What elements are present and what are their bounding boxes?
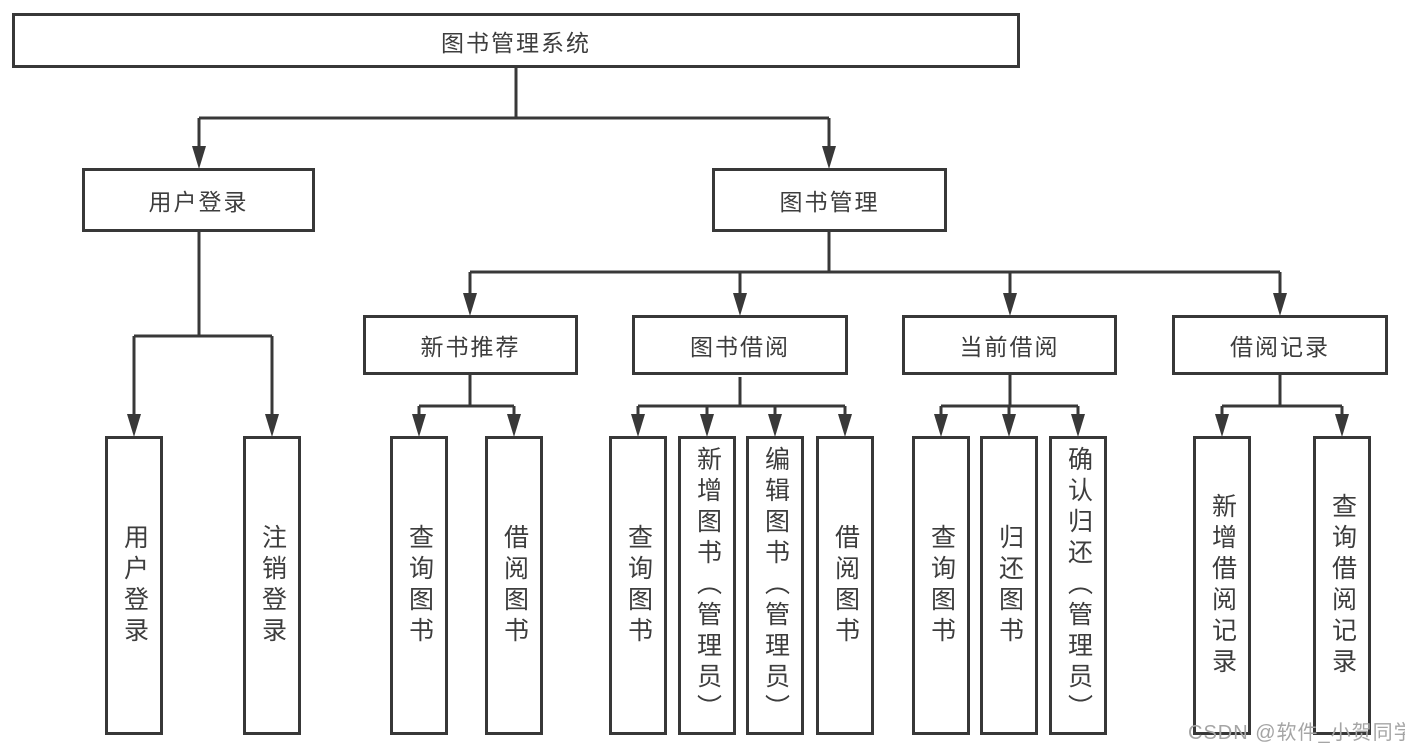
- leaf-label: 查询图书: [405, 523, 434, 648]
- leaf-label: 借阅图书: [500, 523, 529, 648]
- leaf-label: 查询图书: [927, 523, 956, 648]
- node-library-system: 图书管理系统: [12, 13, 1020, 68]
- leaf-query-borrow-record: 查询借阅记录: [1313, 436, 1371, 735]
- leaf-query-books-borrow: 查询图书: [609, 436, 667, 735]
- leaf-query-books-recommend: 查询图书: [390, 436, 448, 735]
- leaf-label: 用户登录: [120, 523, 149, 648]
- leaf-borrow-books-recommend: 借阅图书: [485, 436, 543, 735]
- leaf-label: 新增图书（管理员）: [693, 446, 722, 725]
- node-label: 当前借阅: [959, 334, 1060, 360]
- leaf-logout: 注销登录: [243, 436, 301, 735]
- leaf-label: 编辑图书（管理员）: [761, 446, 790, 725]
- leaf-label: 归还图书: [995, 523, 1024, 648]
- node-current-borrow: 当前借阅: [902, 315, 1117, 375]
- leaf-label: 确认归还（管理员）: [1064, 446, 1093, 725]
- leaf-add-book-admin: 新增图书（管理员）: [678, 436, 736, 735]
- leaf-label: 查询图书: [624, 523, 653, 648]
- node-label: 借阅记录: [1230, 334, 1330, 360]
- leaf-query-books-current: 查询图书: [912, 436, 970, 735]
- node-borrow-records: 借阅记录: [1172, 315, 1388, 375]
- leaf-confirm-return-admin: 确认归还（管理员）: [1049, 436, 1107, 735]
- csdn-watermark: CSDN @软件_小贺同学: [1188, 722, 1405, 744]
- leaf-label: 查询借阅记录: [1328, 492, 1357, 679]
- node-book-borrow: 图书借阅: [632, 315, 848, 375]
- leaf-label: 新增借阅记录: [1208, 492, 1237, 679]
- node-label: 图书管理系统: [441, 29, 591, 56]
- leaf-label: 借阅图书: [831, 523, 860, 648]
- node-label: 图书管理: [779, 189, 880, 215]
- leaf-add-borrow-record: 新增借阅记录: [1193, 436, 1251, 735]
- node-label: 用户登录: [148, 189, 249, 215]
- leaf-edit-book-admin: 编辑图书（管理员）: [746, 436, 804, 735]
- leaf-return-book: 归还图书: [980, 436, 1038, 735]
- leaf-label: 注销登录: [258, 523, 287, 648]
- node-new-book-recommend: 新书推荐: [363, 315, 578, 375]
- node-label: 新书推荐: [420, 334, 521, 360]
- leaf-user-login: 用户登录: [105, 436, 163, 735]
- leaf-borrow-books: 借阅图书: [816, 436, 874, 735]
- node-user-login: 用户登录: [82, 168, 315, 232]
- node-label: 图书借阅: [690, 334, 790, 360]
- node-book-management: 图书管理: [712, 168, 947, 232]
